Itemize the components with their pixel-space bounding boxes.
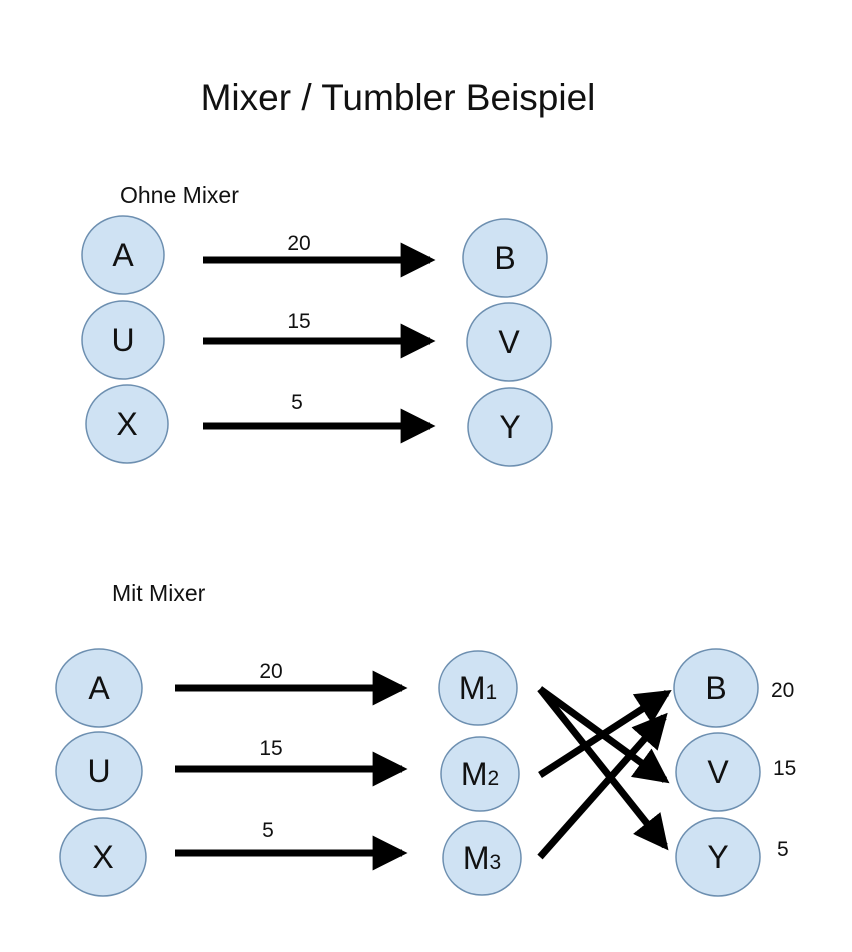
- node-label: Y: [707, 839, 728, 875]
- amount-label: 5: [262, 819, 274, 842]
- amount-label: 20: [287, 232, 310, 255]
- node-label: V: [707, 754, 729, 790]
- node-mixer-1: M1: [438, 650, 518, 726]
- node-target-v: V: [675, 732, 761, 812]
- node-label: B: [705, 670, 726, 706]
- section-label-without-mixer: Ohne Mixer: [120, 182, 239, 208]
- received-amount-label: 15: [773, 757, 796, 780]
- node-target-b: B: [673, 648, 759, 728]
- node-label: Y: [499, 409, 520, 445]
- node-target-y: Y: [675, 817, 761, 897]
- mixer-index: 1: [485, 681, 497, 704]
- node-mixer-3: M3: [442, 820, 522, 896]
- amount-label: 15: [287, 310, 310, 333]
- node-source-a: A: [55, 648, 143, 728]
- node-source-x: X: [85, 384, 169, 464]
- svg-text:M1: M1: [459, 670, 497, 706]
- node-source-a: A: [81, 215, 165, 295]
- node-source-u: U: [55, 731, 143, 811]
- node-label: A: [112, 237, 134, 273]
- svg-text:M2: M2: [461, 756, 499, 792]
- mixer-letter: M: [459, 670, 486, 706]
- arrow-m1-to-y: [537, 686, 669, 851]
- mixer-letter: M: [461, 756, 488, 792]
- node-target-y: Y: [467, 387, 553, 467]
- node-target-v: V: [466, 302, 552, 382]
- node-label: A: [88, 670, 110, 706]
- received-amount-label: 20: [771, 679, 794, 702]
- node-label: X: [92, 839, 113, 875]
- node-source-x: X: [59, 817, 147, 897]
- node-source-u: U: [81, 300, 165, 380]
- received-amount-label: 5: [777, 838, 789, 861]
- amount-label: 5: [291, 391, 303, 414]
- node-label: X: [116, 406, 137, 442]
- svg-text:M3: M3: [463, 840, 501, 876]
- amount-label: 20: [259, 660, 282, 683]
- node-mixer-2: M2: [440, 736, 520, 812]
- node-target-b: B: [462, 218, 548, 298]
- node-label: V: [498, 324, 520, 360]
- mixer-index: 3: [489, 851, 501, 874]
- node-label: B: [494, 240, 515, 276]
- with-mixer-group: A U X M1 M2 M3 B V: [55, 648, 796, 897]
- arrow-m2-to-b: [538, 689, 672, 778]
- section-label-with-mixer: Mit Mixer: [112, 580, 206, 606]
- amount-label: 15: [259, 737, 282, 760]
- node-label: U: [111, 322, 134, 358]
- mixer-index: 2: [487, 767, 499, 790]
- diagram-title: Mixer / Tumbler Beispiel: [201, 77, 596, 118]
- mixer-letter: M: [463, 840, 490, 876]
- node-label: U: [87, 753, 110, 789]
- without-mixer-group: A U X B V Y 20 15 5: [81, 215, 553, 467]
- arrow-m3-to-b: [537, 712, 668, 860]
